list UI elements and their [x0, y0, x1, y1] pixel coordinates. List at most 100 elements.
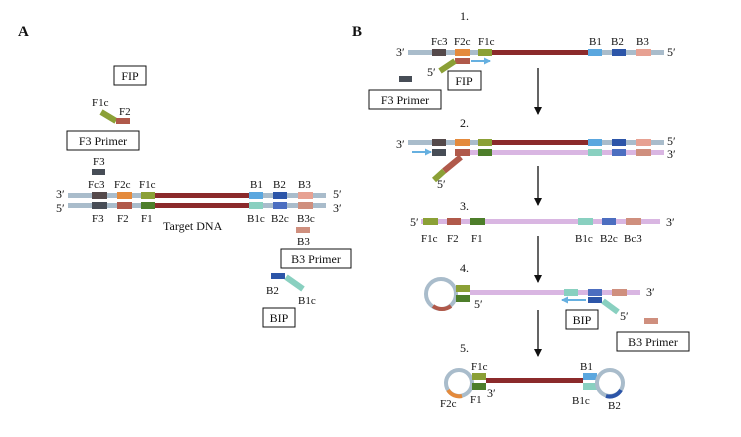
region-b3: [298, 192, 313, 199]
step5-3-end: 3′: [487, 386, 496, 400]
step2-region-b1: [588, 139, 602, 146]
step4-b3-primer-box: [616, 331, 690, 352]
fip-f1c-label: F1c: [92, 97, 109, 109]
step1-fip-5-end: 5′: [427, 65, 436, 79]
step5-label-b1c: B1c: [572, 395, 590, 407]
step1-f3-segment: [399, 76, 412, 82]
dna-a-target-top: [155, 193, 249, 198]
step3-region-f2: [447, 218, 461, 225]
step-5-number: 5.: [460, 341, 469, 355]
step3-label-b2c: B2c: [600, 233, 618, 245]
step4-region-b1c: [564, 289, 578, 296]
step3-left-end: 5′: [410, 215, 419, 229]
label-fc3-a: Fc3: [88, 179, 105, 191]
step2-region-b1c: [588, 149, 602, 156]
step5-target: [486, 378, 583, 383]
step4-bip-box-label: BIP: [573, 313, 592, 327]
step1-region-b1: [588, 49, 602, 56]
step2-region-f1: [478, 149, 492, 156]
step3-region-f1c: [423, 218, 438, 225]
f3-primer-segment: [92, 169, 105, 175]
region-b2c: [273, 202, 287, 209]
step5-region-b1: [583, 373, 597, 380]
label-b2c-a: B2c: [271, 213, 289, 225]
step1-left-end: 3′: [396, 45, 405, 59]
fip-box-label-a: FIP: [121, 69, 139, 83]
region-b1c: [249, 202, 263, 209]
dna-a-target-bottom: [155, 203, 249, 208]
bip-b1c-segment: [284, 274, 305, 292]
step5-left-loop-f2c-arc: [446, 388, 463, 399]
step2-region-b3c: [636, 149, 651, 156]
step4-bip-b1c: [601, 298, 620, 315]
bip-b2-label: B2: [266, 285, 279, 297]
step5-label-f2c: F2c: [440, 398, 457, 410]
step2-top-right-end: 5′: [667, 134, 676, 148]
step1-region-f1c: [478, 49, 492, 56]
step4-loop: [424, 277, 458, 311]
label-b3c-a: B3c: [297, 213, 315, 225]
label-f2c-a: F2c: [114, 179, 131, 191]
b3-primer-segment: [296, 227, 310, 233]
dna-a-bottom-left-end: 5′: [56, 201, 65, 215]
region-f1c: [141, 192, 155, 199]
step4-bip-5-end: 5′: [620, 309, 629, 323]
step3-label-f1c: F1c: [421, 233, 438, 245]
b3-primer-box-label-a: B3 Primer: [291, 252, 341, 266]
step2-region-fc3: [432, 139, 446, 146]
step2-left-end: 3′: [396, 137, 405, 151]
fip-f2-segment: [116, 118, 130, 124]
label-f1c-a: F1c: [139, 179, 156, 191]
step2-region-f1c: [478, 139, 492, 146]
dna-a-bottom-right-end: 3′: [333, 201, 342, 215]
step-4-number: 4.: [460, 261, 469, 275]
step5-label-f1c: F1c: [471, 361, 488, 373]
label-b1-a: B1: [250, 179, 263, 191]
step1-label-b1: B1: [589, 36, 602, 48]
region-f2: [117, 202, 132, 209]
f3-primer-f3-label: F3: [93, 156, 105, 168]
region-b3c: [298, 202, 313, 209]
step5-region-b1c: [583, 383, 597, 390]
step1-target: [492, 50, 588, 55]
step3-region-b2c: [602, 218, 616, 225]
step2-displaced-f1c: [431, 168, 447, 183]
step3-strand: [421, 219, 660, 224]
region-b2: [273, 192, 287, 199]
step5-label-b1: B1: [580, 361, 593, 373]
step5-region-f1c: [472, 373, 486, 380]
step3-label-f1: F1: [471, 233, 483, 245]
step-3-number: 3.: [460, 199, 469, 213]
step2-region-b2: [612, 139, 626, 146]
fip-f2-label: F2: [119, 106, 131, 118]
step5-label-b2: B2: [608, 400, 621, 412]
step4-loop-f2-arc: [431, 304, 453, 311]
step3-region-f1: [470, 218, 485, 225]
step4-loop-5-end: 5′: [474, 297, 483, 311]
step1-label-b2: B2: [611, 36, 624, 48]
panel-b-label: B: [352, 24, 362, 40]
step4-bip-box: [565, 309, 599, 330]
step3-region-bc3: [626, 218, 641, 225]
step4-bip-b2: [588, 297, 602, 303]
step1-label-f2c: F2c: [454, 36, 471, 48]
label-f1-a: F1: [141, 213, 153, 225]
step1-region-b3: [636, 49, 651, 56]
step4-strand: [470, 290, 640, 295]
target-dna-label: Target DNA: [163, 219, 223, 233]
step5-label-f1: F1: [470, 394, 482, 406]
step1-fip-f1c: [438, 58, 457, 74]
dna-a-top-left-end: 3′: [56, 187, 65, 201]
step3-label-bc3: Bc3: [624, 233, 642, 245]
step1-fip-box-label: FIP: [455, 74, 473, 88]
bip-box-a: [262, 307, 296, 328]
step1-f3-primer-box: [368, 89, 442, 110]
step1-region-b2: [612, 49, 626, 56]
step4-b3-primer-box-label: B3 Primer: [628, 335, 678, 349]
step2-new-strand: [455, 150, 664, 155]
step4-region-bc3: [612, 289, 627, 296]
step4-right-end: 3′: [646, 285, 655, 299]
bip-box-label-a: BIP: [270, 311, 289, 325]
label-b1c-a: B1c: [247, 213, 265, 225]
